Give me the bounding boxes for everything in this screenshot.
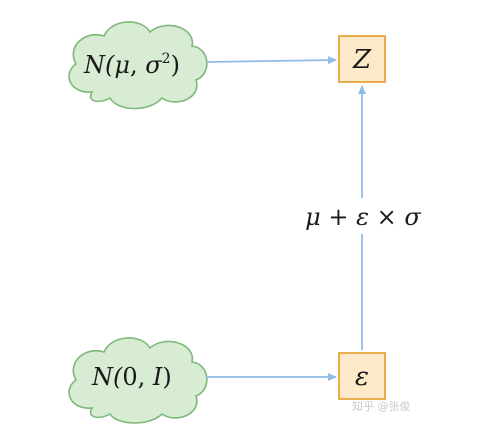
cloud-bottom-label: N(0, I) — [91, 363, 172, 391]
watermark-text: 知乎 @张俊 — [352, 399, 411, 413]
cloud-top-sigma: σ — [145, 51, 162, 79]
box-z: Z — [338, 35, 386, 83]
cloud-shape-top — [68, 21, 208, 110]
box-z-shape — [338, 35, 386, 83]
box-z-label: Z — [352, 45, 372, 75]
edge-label-plus: + — [321, 203, 356, 231]
cloud-top-exponent: 2 — [162, 51, 171, 67]
edge-label-background — [298, 198, 428, 234]
box-epsilon: ε — [338, 352, 386, 400]
cloud-top-prefix: N( — [83, 51, 115, 79]
edge-label-mu: μ — [305, 203, 321, 231]
cloud-top-label: N(μ, σ2) — [83, 51, 180, 79]
edge-label-epsilon: ε — [356, 203, 369, 231]
edge-label-times: × — [369, 203, 404, 231]
edge-label: μ + ε × σ — [305, 203, 421, 231]
cloud-normal-standard: N(0, I) — [68, 337, 208, 424]
cloud-bottom-zero: 0 — [122, 363, 137, 391]
cloud-top-suffix: ) — [171, 51, 180, 79]
cloud-bottom-suffix: ) — [162, 363, 171, 391]
cloud-bottom-identity: I — [152, 363, 163, 391]
cloud-top-comma: , — [130, 51, 145, 79]
arrow-cloud-top-to-z — [205, 56, 337, 65]
edge-label-sigma: σ — [404, 203, 421, 231]
cloud-normal-mu-sigma: N(μ, σ2) — [68, 21, 208, 110]
cloud-bottom-prefix: N( — [91, 363, 123, 391]
cloud-bottom-comma: , — [138, 363, 153, 391]
cloud-shape-bottom — [68, 337, 208, 424]
box-epsilon-shape — [338, 352, 386, 400]
box-epsilon-label: ε — [355, 362, 369, 392]
cloud-top-mu: μ — [114, 51, 130, 79]
